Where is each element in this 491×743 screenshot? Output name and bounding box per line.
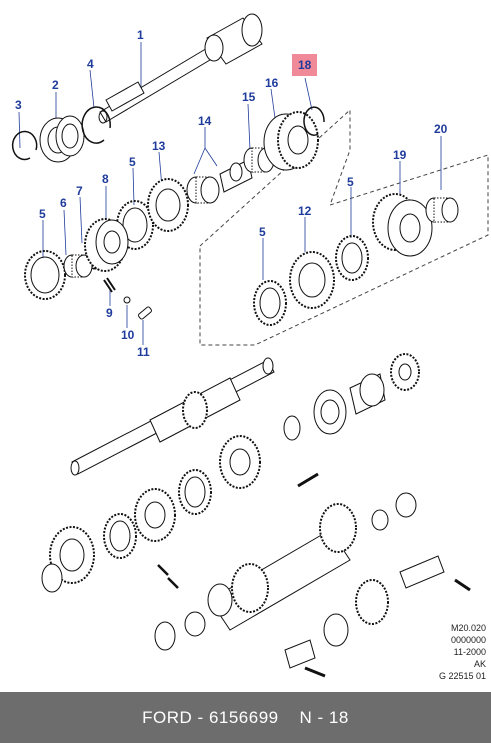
- circlip-4: [81, 106, 111, 144]
- callout-13[interactable]: 13: [152, 139, 166, 153]
- callout-14[interactable]: 14: [198, 114, 212, 128]
- needle-bearing-6: [63, 254, 93, 278]
- gearbox-exploded-diagram: [11, 13, 489, 678]
- callout-19[interactable]: 19: [393, 148, 407, 162]
- needle-bearing-20: [425, 197, 459, 223]
- sync-ring-5-mid: [116, 200, 154, 250]
- circlip-18: [303, 106, 325, 136]
- sync-hub-8: [84, 218, 129, 272]
- ref-line-2: 0000000: [450, 635, 486, 645]
- lower-parts: [154, 492, 471, 678]
- callout-20[interactable]: 20: [434, 122, 448, 136]
- callout-12[interactable]: 12: [298, 204, 312, 218]
- callout-18-highlighted[interactable]: 18: [292, 54, 318, 76]
- gear-mid-left: [41, 526, 95, 593]
- callout-9[interactable]: 9: [106, 306, 113, 320]
- gear-12: [289, 251, 335, 309]
- footer-position: N - 18: [299, 707, 349, 727]
- callout-15[interactable]: 15: [242, 90, 256, 104]
- key-11: [138, 306, 152, 320]
- bolt-mid: [297, 472, 319, 488]
- callout-5-mid[interactable]: 5: [129, 155, 136, 169]
- main-shaft: [70, 357, 275, 476]
- hub-mid: [134, 488, 176, 542]
- ring-mid: [103, 513, 137, 559]
- gear-19: [372, 193, 433, 257]
- ref-line-5: G 22515 01: [438, 671, 486, 681]
- needle-bearings-14: [186, 159, 253, 204]
- ring-mid-2: [178, 469, 212, 515]
- drawing-reference-block: M20.020 0000000 11-2000 AK G 22515 01: [414, 622, 486, 682]
- callout-11[interactable]: 11: [137, 345, 150, 359]
- callout-5-right-top[interactable]: 5: [347, 175, 354, 189]
- ball-10: [123, 296, 131, 304]
- gear-mid-right: [219, 435, 261, 489]
- part-info-footer: FORD - 6156699 N - 18: [0, 692, 491, 743]
- assembly-boundary: [199, 108, 489, 346]
- synchro-13: [147, 178, 189, 232]
- sync-ring-5-right-a: [335, 235, 369, 281]
- callout-8[interactable]: 8: [102, 172, 109, 186]
- gear-16: [263, 111, 319, 171]
- circlip-3: [11, 130, 38, 161]
- callout-3[interactable]: 3: [15, 98, 22, 112]
- callout-5-left[interactable]: 5: [39, 207, 46, 221]
- ref-line-3: 11-2000: [453, 647, 486, 657]
- footer-brand: FORD: [142, 707, 193, 727]
- callout-10[interactable]: 10: [121, 328, 135, 342]
- footer-part-number: 6156699: [208, 707, 279, 727]
- input-shaft: [98, 13, 263, 124]
- callout-4[interactable]: 4: [87, 57, 94, 71]
- ref-line-1: M20.020: [450, 623, 486, 633]
- ref-line-4: AK: [473, 659, 486, 669]
- callout-16[interactable]: 16: [265, 76, 279, 90]
- callout-7[interactable]: 7: [76, 184, 83, 198]
- key-mid: [157, 564, 179, 589]
- callout-2[interactable]: 2: [52, 78, 59, 92]
- footer-spacer: [279, 708, 300, 728]
- layshaft: [207, 503, 357, 631]
- bearing-cluster-upper: [283, 353, 420, 441]
- callout-1[interactable]: 1: [137, 28, 144, 42]
- sync-ring-5-left: [24, 250, 66, 300]
- footer-separator: -: [192, 707, 209, 727]
- bearing-2: [39, 115, 85, 163]
- callout-5-right-bottom[interactable]: 5: [259, 225, 266, 239]
- sync-ring-5-right-b: [253, 280, 287, 326]
- spring-9: [103, 277, 116, 293]
- callout-6[interactable]: 6: [60, 196, 67, 210]
